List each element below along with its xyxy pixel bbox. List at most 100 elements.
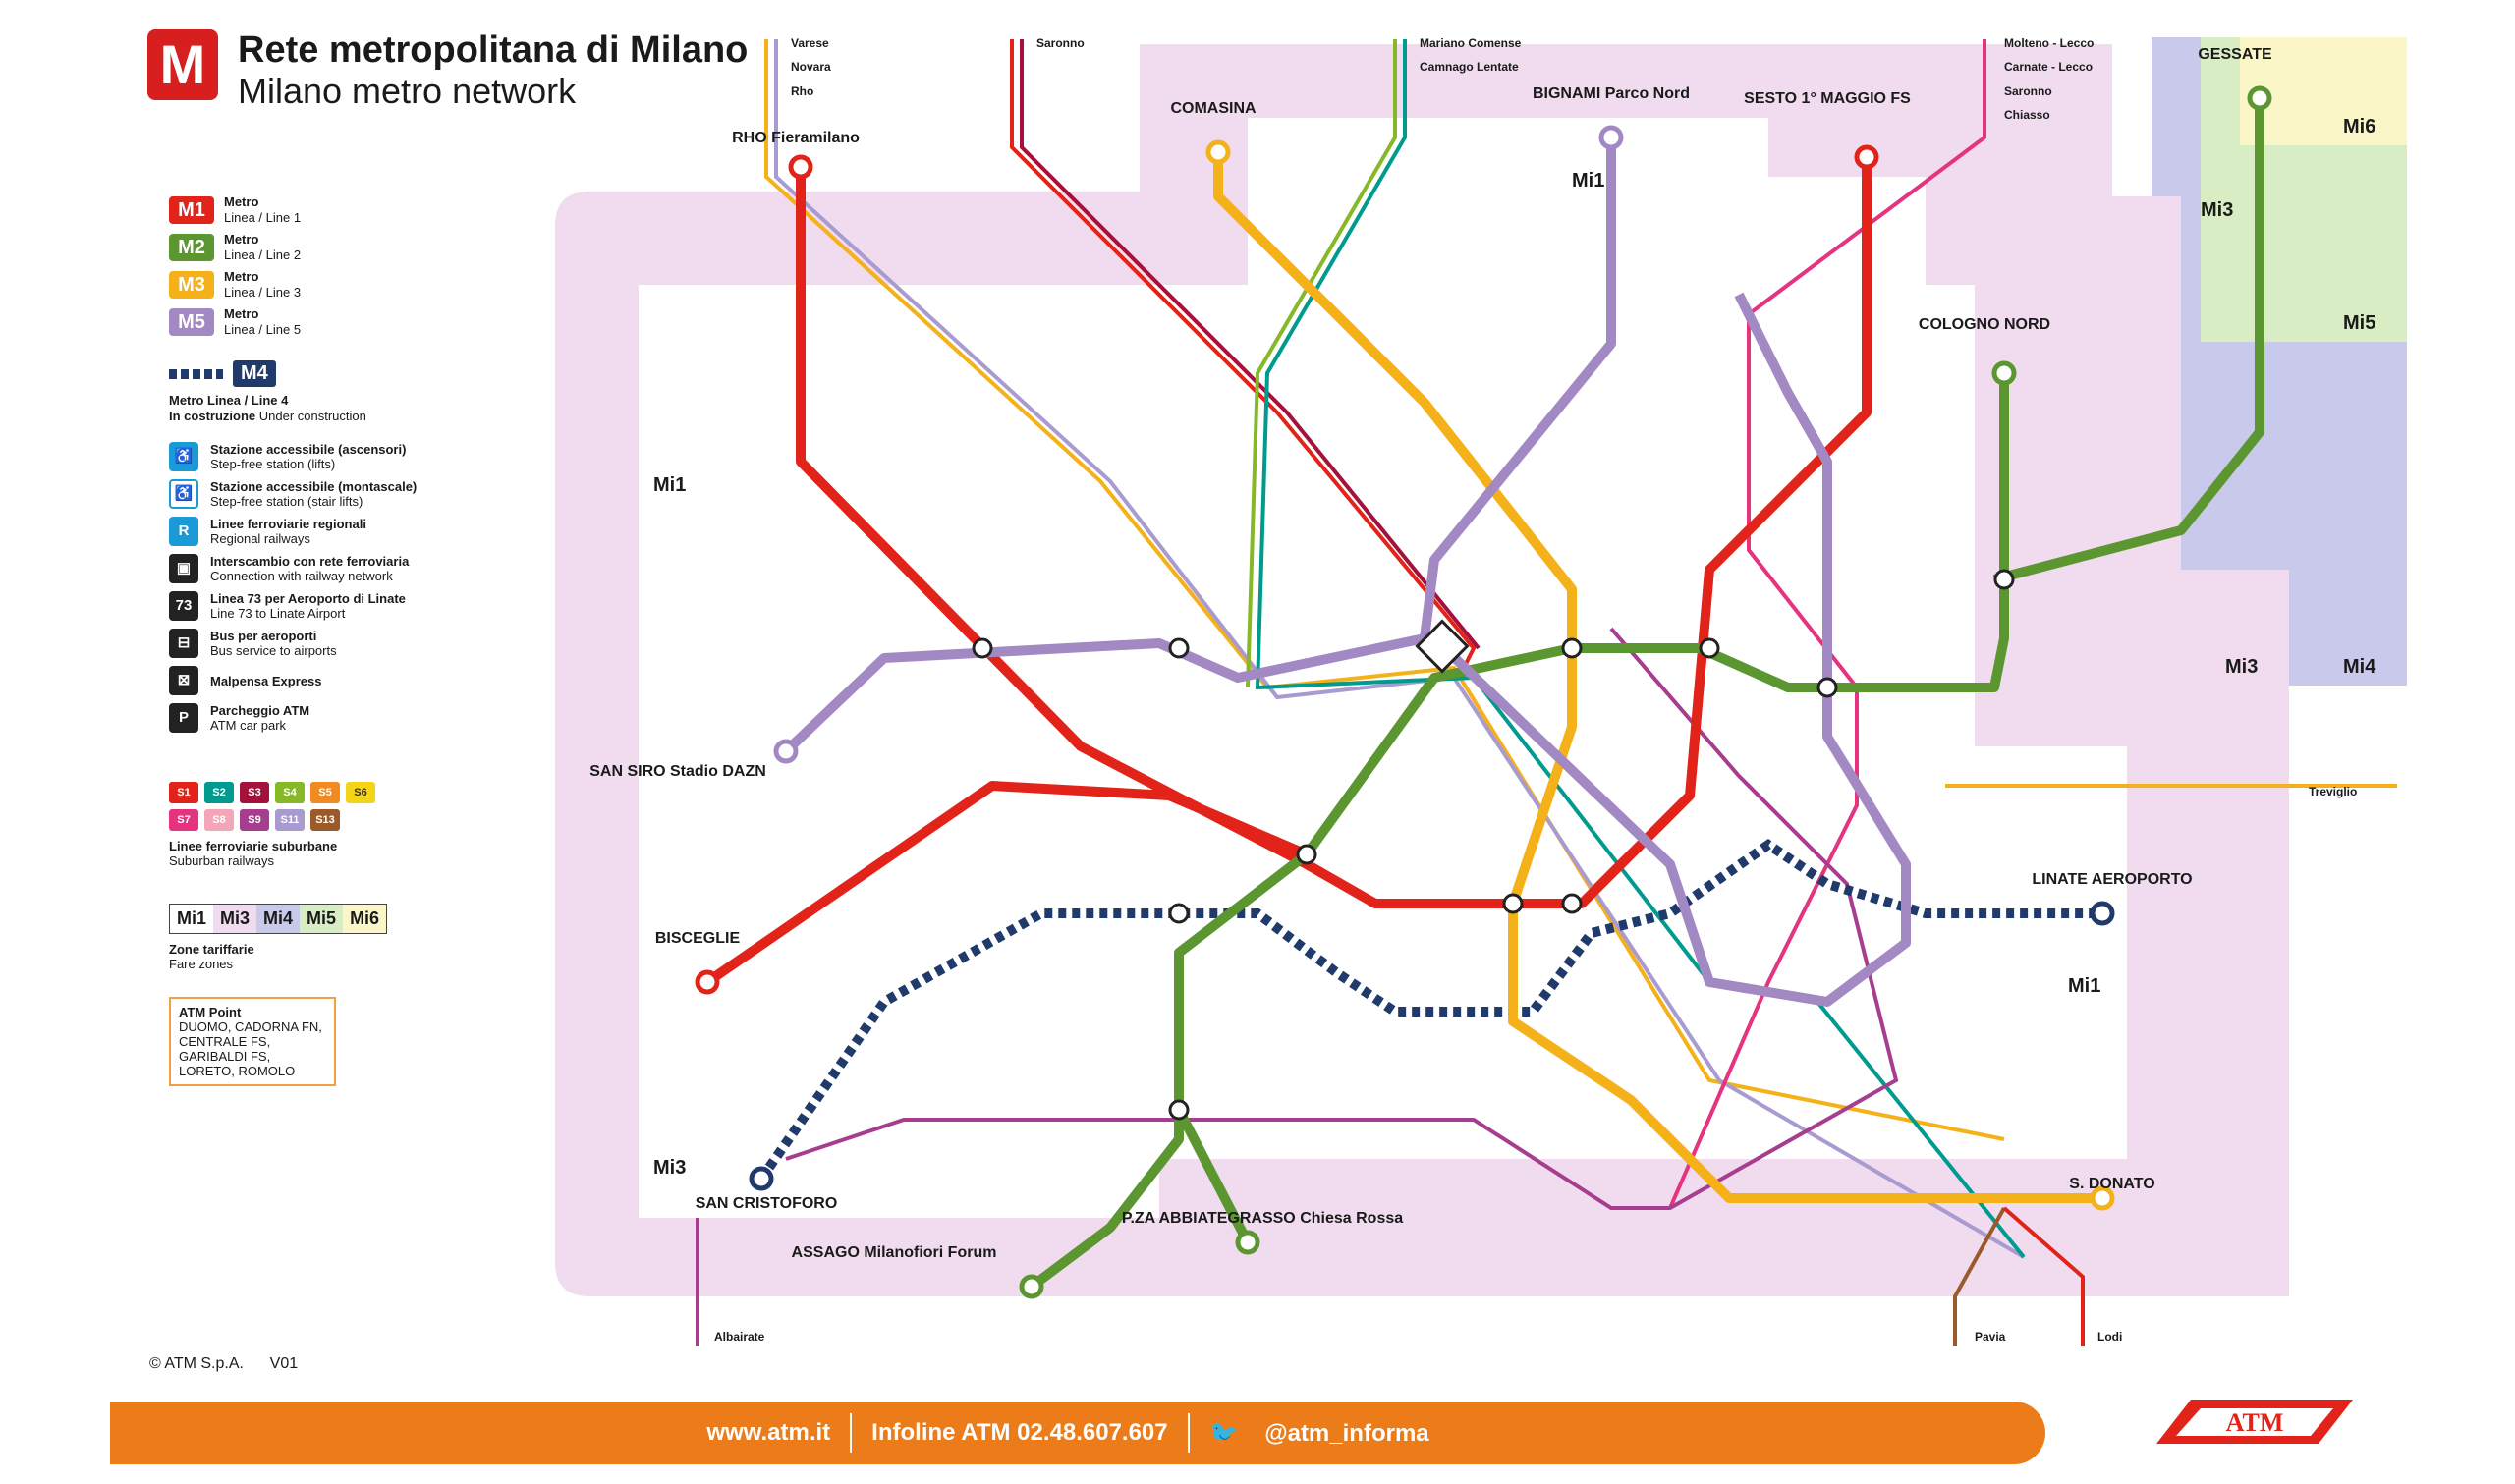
line-badge-m2: M2 <box>169 234 214 261</box>
atm-point-title: ATM Point <box>179 1005 242 1019</box>
legend-m4: M4 <box>169 360 542 387</box>
website-link[interactable]: www.atm.it <box>706 1419 831 1446</box>
centrale-hub <box>1415 619 1470 674</box>
metro-line-m5 <box>1430 292 1911 1007</box>
copyright-text: © ATM S.p.A. <box>149 1355 244 1372</box>
terminus-label-sdonato: S. DONATO <box>2069 1176 2154 1192</box>
terminus-label-rho: RHO Fieramilano <box>732 130 860 146</box>
interchange-station <box>1168 637 1190 659</box>
suburban-badge-s3: S3 <box>240 782 269 803</box>
terminus-label-gessate: GESSATE <box>2198 46 2272 63</box>
suburban-terminus-label: Novara <box>791 60 831 74</box>
terminus-label-sancristoforo: SAN CRISTOFORO <box>696 1195 838 1212</box>
m4-badge: M4 <box>233 360 276 387</box>
zones-title: Zone tariffarie <box>169 942 254 957</box>
twitter-link[interactable]: 🐦 @atm_informa <box>1190 1419 1469 1448</box>
railway-interchange-icon: ▣ <box>169 554 198 583</box>
legend-symbol-row: ♿Stazione accessibile (montascale)Step-f… <box>169 479 542 509</box>
suburban-badge-s9: S9 <box>240 809 269 831</box>
title-block: Rete metropolitana di Milano Milano metr… <box>238 29 748 112</box>
copyright: © ATM S.p.A. V01 <box>149 1355 298 1373</box>
legend-symbol-row: ⊠ Malpensa Express <box>169 666 542 695</box>
page-subtitle: Milano metro network <box>238 71 577 111</box>
suburban-rail-line <box>1010 39 1477 669</box>
terminus-comasina <box>1205 139 1231 165</box>
line-subtitle: Linea / Line 5 <box>224 322 302 337</box>
metro-line-m2 <box>1992 98 2264 584</box>
zone-mi5: Mi5 <box>300 905 344 933</box>
atm-point-list: DUOMO, CADORNA FN, CENTRALE FS, GARIBALD… <box>179 1019 322 1078</box>
line-badge-m5: M5 <box>169 308 214 336</box>
zone-mi4: Mi4 <box>256 905 301 933</box>
airport-bus-icon: ⊟ <box>169 629 198 658</box>
suburban-terminus-label: Albairate <box>714 1330 765 1344</box>
metro-logo-icon: M <box>147 29 218 100</box>
footer-divider <box>1187 1413 1190 1453</box>
terminus-sdonato <box>2090 1185 2115 1211</box>
line-title: Metro <box>224 194 259 209</box>
zone-label: Mi4 <box>2343 656 2376 678</box>
malpensa-express-icon: ⊠ <box>169 666 198 695</box>
line-title: Metro <box>224 306 259 321</box>
suburban-rail-line <box>774 39 2026 1259</box>
symbol-title: Stazione accessibile (montascale) <box>210 479 418 494</box>
legend-symbols: ♿ Stazione accessibile (ascensori)Step-fr… <box>169 442 542 733</box>
suburban-badge-s4: S4 <box>275 782 305 803</box>
metro-line-m2 <box>1029 373 2009 1291</box>
terminus-rho <box>788 154 813 180</box>
suburban-badge-s11: S11 <box>275 809 305 831</box>
zone-label: Mi3 <box>2201 199 2233 221</box>
terminus-label-sesto: SESTO 1° MAGGIO FS <box>1744 90 1911 107</box>
suburban-badge-s7: S7 <box>169 809 198 831</box>
m4-status-en: Under construction <box>258 409 366 423</box>
bus-73-icon: 73 <box>169 591 198 621</box>
interchange-station <box>1993 569 2015 590</box>
interchange-station <box>1561 637 1583 659</box>
symbol-title: Linee ferroviarie regionali <box>210 517 366 531</box>
line-badge-m3: M3 <box>169 271 214 299</box>
symbol-label: Stazione accessibile (ascensori)Step-fre… <box>210 442 406 471</box>
line-subtitle: Linea / Line 2 <box>224 247 302 262</box>
zone-mi6: Mi6 <box>343 905 387 933</box>
zone-label: Mi1 <box>2068 975 2100 997</box>
suburban-badge-s8: S8 <box>204 809 234 831</box>
suburban-rail-line <box>1953 1207 2006 1346</box>
zones-caption: Zone tariffarie Fare zones <box>169 942 542 971</box>
terminus-label-bignami: BIGNAMI Parco Nord <box>1533 85 1690 102</box>
symbol-title: Parcheggio ATM <box>210 703 310 718</box>
zone-label: Mi5 <box>2343 312 2375 334</box>
terminus-sesto <box>1854 144 1879 170</box>
atm-point-box: ATM Point DUOMO, CADORNA FN, CENTRALE FS… <box>169 997 336 1086</box>
interchange-station <box>1699 637 1720 659</box>
regional-rail-icon: R <box>169 517 198 546</box>
zone-label: Mi6 <box>2343 116 2375 137</box>
accessible-lift-icon: ♿ <box>169 442 198 471</box>
suburban-terminus-label: Saronno <box>2004 84 2052 98</box>
metro-line-m1 <box>704 781 1309 987</box>
symbol-title: Linea 73 per Aeroporto di Linate <box>210 591 406 606</box>
symbol-label: Malpensa Express <box>210 674 321 688</box>
terminus-sansiro <box>773 739 799 764</box>
terminus-sancristoforo <box>749 1166 774 1191</box>
version-text: V01 <box>269 1355 299 1372</box>
suburban-terminus-label: Rho <box>791 84 813 98</box>
interchange-station <box>1296 844 1317 865</box>
zone-mi3: Mi3 <box>213 905 257 933</box>
symbol-title: Interscambio con rete ferroviaria <box>210 554 410 569</box>
zones-subtitle: Fare zones <box>169 957 234 971</box>
terminus-bisceglie <box>695 969 720 995</box>
symbol-subtitle: Bus service to airports <box>210 643 337 658</box>
symbol-subtitle: Regional railways <box>210 531 310 546</box>
